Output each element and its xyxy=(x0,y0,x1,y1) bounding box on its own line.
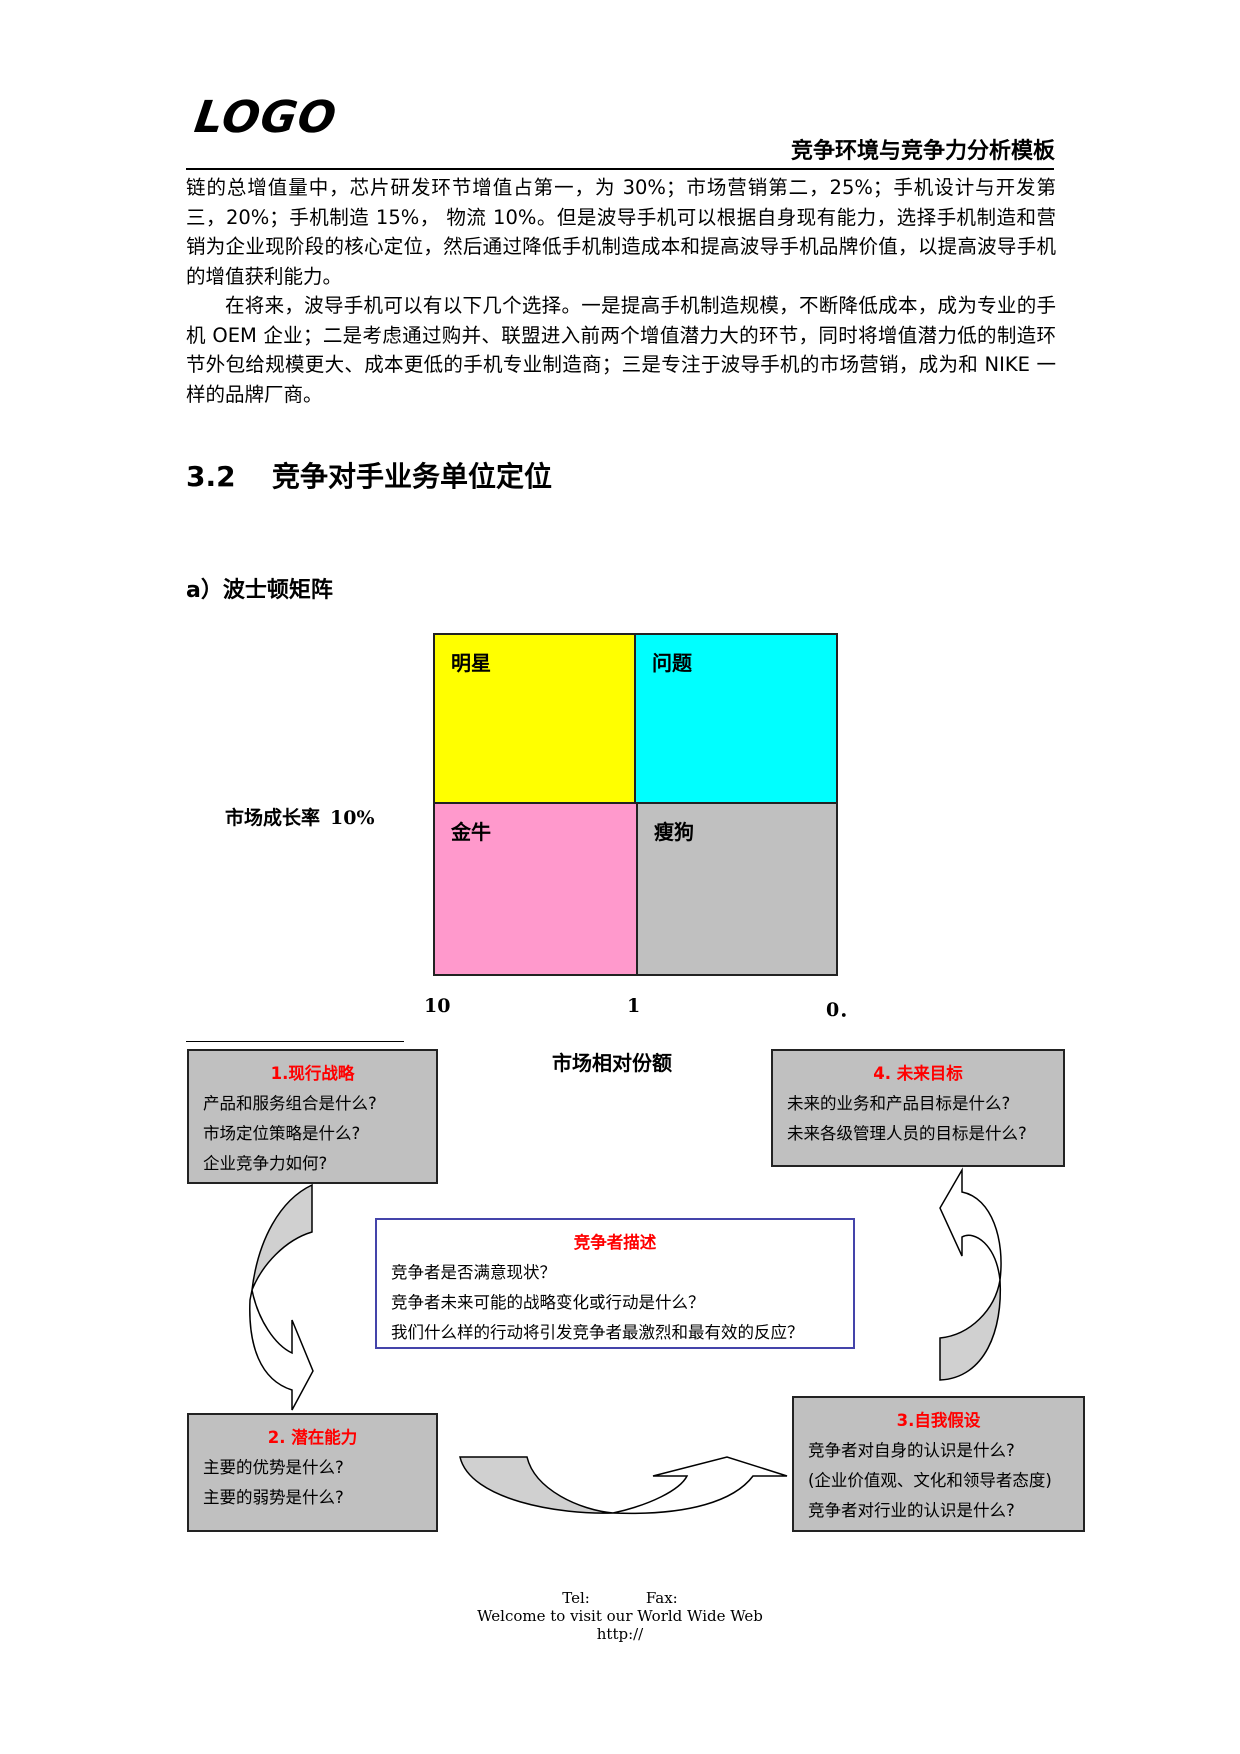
box-line: 产品和服务组合是什么? xyxy=(203,1094,377,1113)
box-title: 2. 潜在能力 xyxy=(267,1428,358,1447)
box-line: 竞争者未来可能的战略变化或行动是什么？ xyxy=(391,1293,705,1312)
footer-tel: Tel: xyxy=(562,1589,590,1607)
footer-contact: Tel: Fax: xyxy=(0,1589,1240,1607)
box-line: (企业价值观、文化和领导者态度) xyxy=(808,1471,1052,1490)
box-line: 未来各级管理人员的目标是什么? xyxy=(787,1124,1027,1143)
y-axis-label: 市场成长率 10% xyxy=(225,803,375,830)
box-title: 4. 未来目标 xyxy=(873,1064,963,1083)
curved-arrow-up-icon xyxy=(939,1167,1002,1381)
box-line: 未来的业务和产品目标是什么? xyxy=(787,1094,1011,1113)
quadrant-label: 瘦狗 xyxy=(654,820,694,844)
divider xyxy=(186,1041,404,1042)
section-number: 3.2 xyxy=(186,460,236,493)
section-heading: 3.2 竞争对手业务单位定位 xyxy=(186,455,552,495)
quadrant-cash-cow: 金牛 xyxy=(433,802,638,976)
quadrant-label: 明星 xyxy=(451,651,491,675)
curved-arrow-down-icon xyxy=(249,1183,314,1411)
box-title: 1.现行战略 xyxy=(270,1064,355,1083)
box-line: 企业竞争力如何? xyxy=(203,1154,328,1173)
quadrant-dog: 瘦狗 xyxy=(636,802,838,976)
quadrant-label: 金牛 xyxy=(451,820,491,844)
x-tick: 10 xyxy=(424,995,451,1017)
x-axis-label: 市场相对份额 xyxy=(552,1051,672,1075)
competitor-profile-box: 竞争者描述 竞争者是否满意现状？ 竞争者未来可能的战略变化或行动是什么？ 我们什… xyxy=(375,1218,855,1349)
body-text: 链的总增值量中，芯片研发环节增值占第一，为 30%；市场营销第二，25%；手机设… xyxy=(186,173,1056,409)
paragraph: 链的总增值量中，芯片研发环节增值占第一，为 30%；市场营销第二，25%；手机设… xyxy=(186,176,1056,288)
box-line: 我们什么样的行动将引发竞争者最激烈和最有效的反应？ xyxy=(391,1323,804,1342)
x-tick: 1 xyxy=(627,995,641,1017)
footer-url[interactable]: http:// xyxy=(596,1625,644,1643)
footer-welcome: Welcome to visit our World Wide Web xyxy=(477,1607,763,1625)
section-title: 竞争对手业务单位定位 xyxy=(272,460,553,493)
box-line: 竞争者对行业的认识是什么? xyxy=(808,1501,1015,1520)
footer-fax: Fax: xyxy=(645,1589,678,1607)
quadrant-star: 明星 xyxy=(433,633,636,804)
document-title: 竞争环境与竞争力分析模板 xyxy=(790,139,1055,164)
box-line: 竞争者是否满意现状？ xyxy=(391,1263,556,1282)
box-line: 主要的弱势是什么? xyxy=(203,1488,344,1507)
current-strategy-box: 1.现行战略 产品和服务组合是什么? 市场定位策略是什么? 企业竞争力如何? xyxy=(187,1049,438,1184)
future-goals-box: 4. 未来目标 未来的业务和产品目标是什么? 未来各级管理人员的目标是什么? xyxy=(771,1049,1065,1167)
curved-arrow-right-icon xyxy=(459,1456,788,1515)
paragraph: 在将来，波导手机可以有以下几个选择。一是提高手机制造规模，不断降低成本，成为专业… xyxy=(186,294,1056,406)
quadrant-question: 问题 xyxy=(634,633,838,804)
box-title: 竞争者描述 xyxy=(573,1233,657,1252)
box-title: 3.自我假设 xyxy=(896,1411,981,1430)
header-divider xyxy=(186,168,1054,170)
quadrant-label: 问题 xyxy=(652,651,692,675)
subsection-heading: a）波士顿矩阵 xyxy=(186,578,333,603)
capabilities-box: 2. 潜在能力 主要的优势是什么? 主要的弱势是什么? xyxy=(187,1413,438,1532)
y-axis-title: 市场成长率 xyxy=(225,807,321,829)
box-line: 竞争者对自身的认识是什么? xyxy=(808,1441,1015,1460)
box-line: 主要的优势是什么? xyxy=(203,1458,344,1477)
box-line: 市场定位策略是什么? xyxy=(203,1124,361,1143)
y-axis-threshold: 10% xyxy=(330,807,375,829)
x-tick: 0． xyxy=(826,999,859,1021)
assumptions-box: 3.自我假设 竞争者对自身的认识是什么? (企业价值观、文化和领导者态度) 竞争… xyxy=(792,1396,1085,1532)
